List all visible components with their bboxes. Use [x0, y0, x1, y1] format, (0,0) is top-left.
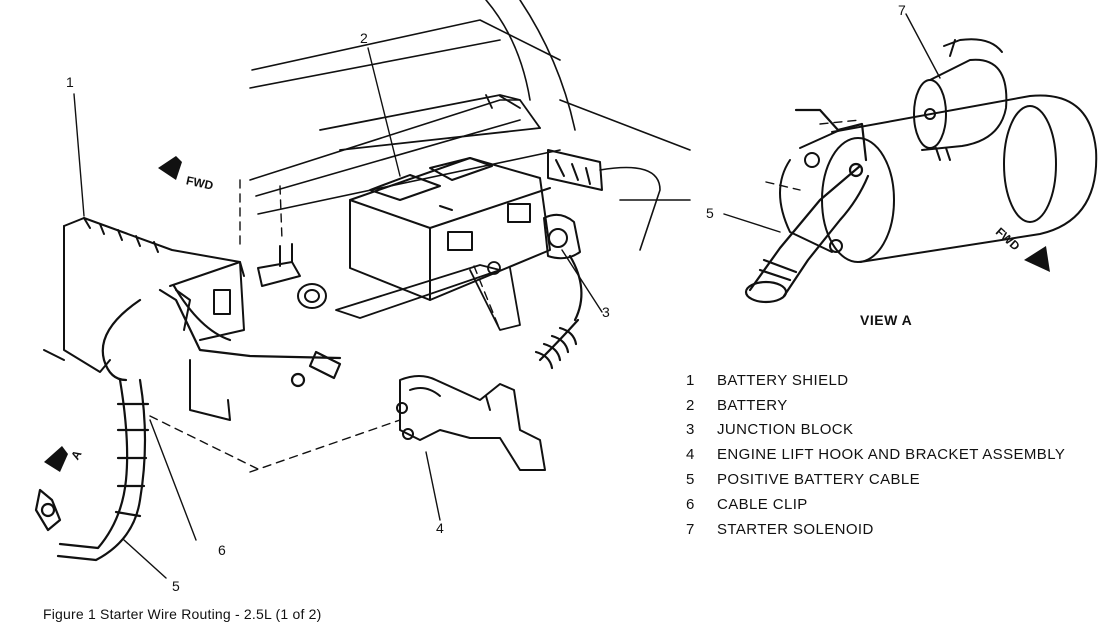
cable-terminal [257, 243, 327, 309]
legend-label: BATTERY SHIELD [717, 371, 849, 389]
view-a-positive-cable [744, 108, 870, 304]
parts-legend: 1 BATTERY SHIELD 2 BATTERY 3 JUNCTION BLOCK… [686, 368, 1065, 542]
legend-label: CABLE CLIP [717, 495, 808, 513]
legend-number: 3 [686, 421, 695, 439]
dashed-leader-lines [149, 119, 861, 473]
view-a-arrow-icon [44, 446, 68, 472]
legend-number: 4 [686, 446, 695, 464]
figure-caption: Figure 1 Starter Wire Routing - 2.5L (1 … [43, 606, 322, 622]
battery [349, 157, 551, 301]
legend-label: POSITIVE BATTERY CABLE [717, 471, 921, 489]
battery-hold-down-bracket [335, 261, 521, 331]
callout-1: 1 [66, 74, 74, 90]
legend-item: 4 ENGINE LIFT HOOK AND BRACKET ASSEMBLY [686, 442, 1065, 467]
starter-solenoid [913, 38, 1008, 161]
callout-5-view: 5 [706, 205, 714, 221]
fwd-arrow-right-icon [1024, 246, 1050, 272]
legend-item: 2 BATTERY [686, 393, 1065, 418]
junction-block [543, 149, 603, 260]
positive-battery-cable [34, 284, 342, 562]
callout-leaders [73, 13, 941, 579]
callout-7: 7 [898, 2, 906, 18]
fwd-arrow-left-icon [158, 156, 182, 180]
legend-item: 3 JUNCTION BLOCK [686, 418, 1065, 443]
callout-3: 3 [602, 304, 610, 320]
legend-item: 6 CABLE CLIP [686, 492, 1065, 517]
legend-item: 5 POSITIVE BATTERY CABLE [686, 467, 1065, 492]
legend-label: STARTER SOLENOID [717, 520, 874, 538]
callout-5-main: 5 [172, 578, 180, 594]
legend-label: BATTERY [717, 396, 788, 414]
engine-lift-hook-bracket [396, 375, 546, 471]
view-a-label: VIEW A [860, 312, 913, 328]
legend-number: 5 [686, 471, 695, 489]
callout-2: 2 [360, 30, 368, 46]
legend-number: 7 [686, 520, 695, 538]
legend-label: ENGINE LIFT HOOK AND BRACKET ASSEMBLY [717, 446, 1066, 464]
legend-item: 1 BATTERY SHIELD [686, 368, 1065, 393]
legend-number: 6 [686, 495, 695, 513]
callout-6: 6 [218, 542, 226, 558]
battery-tray [319, 94, 541, 151]
starter-motor [779, 94, 1098, 263]
legend-label: JUNCTION BLOCK [717, 421, 854, 439]
vehicle-body-lines [249, 0, 691, 251]
legend-number: 2 [686, 396, 695, 414]
legend-item: 7 STARTER SOLENOID [686, 517, 1065, 542]
legend-number: 1 [686, 371, 695, 389]
coiled-cable [534, 254, 583, 370]
callout-4: 4 [436, 520, 444, 536]
battery-shield [43, 217, 245, 421]
